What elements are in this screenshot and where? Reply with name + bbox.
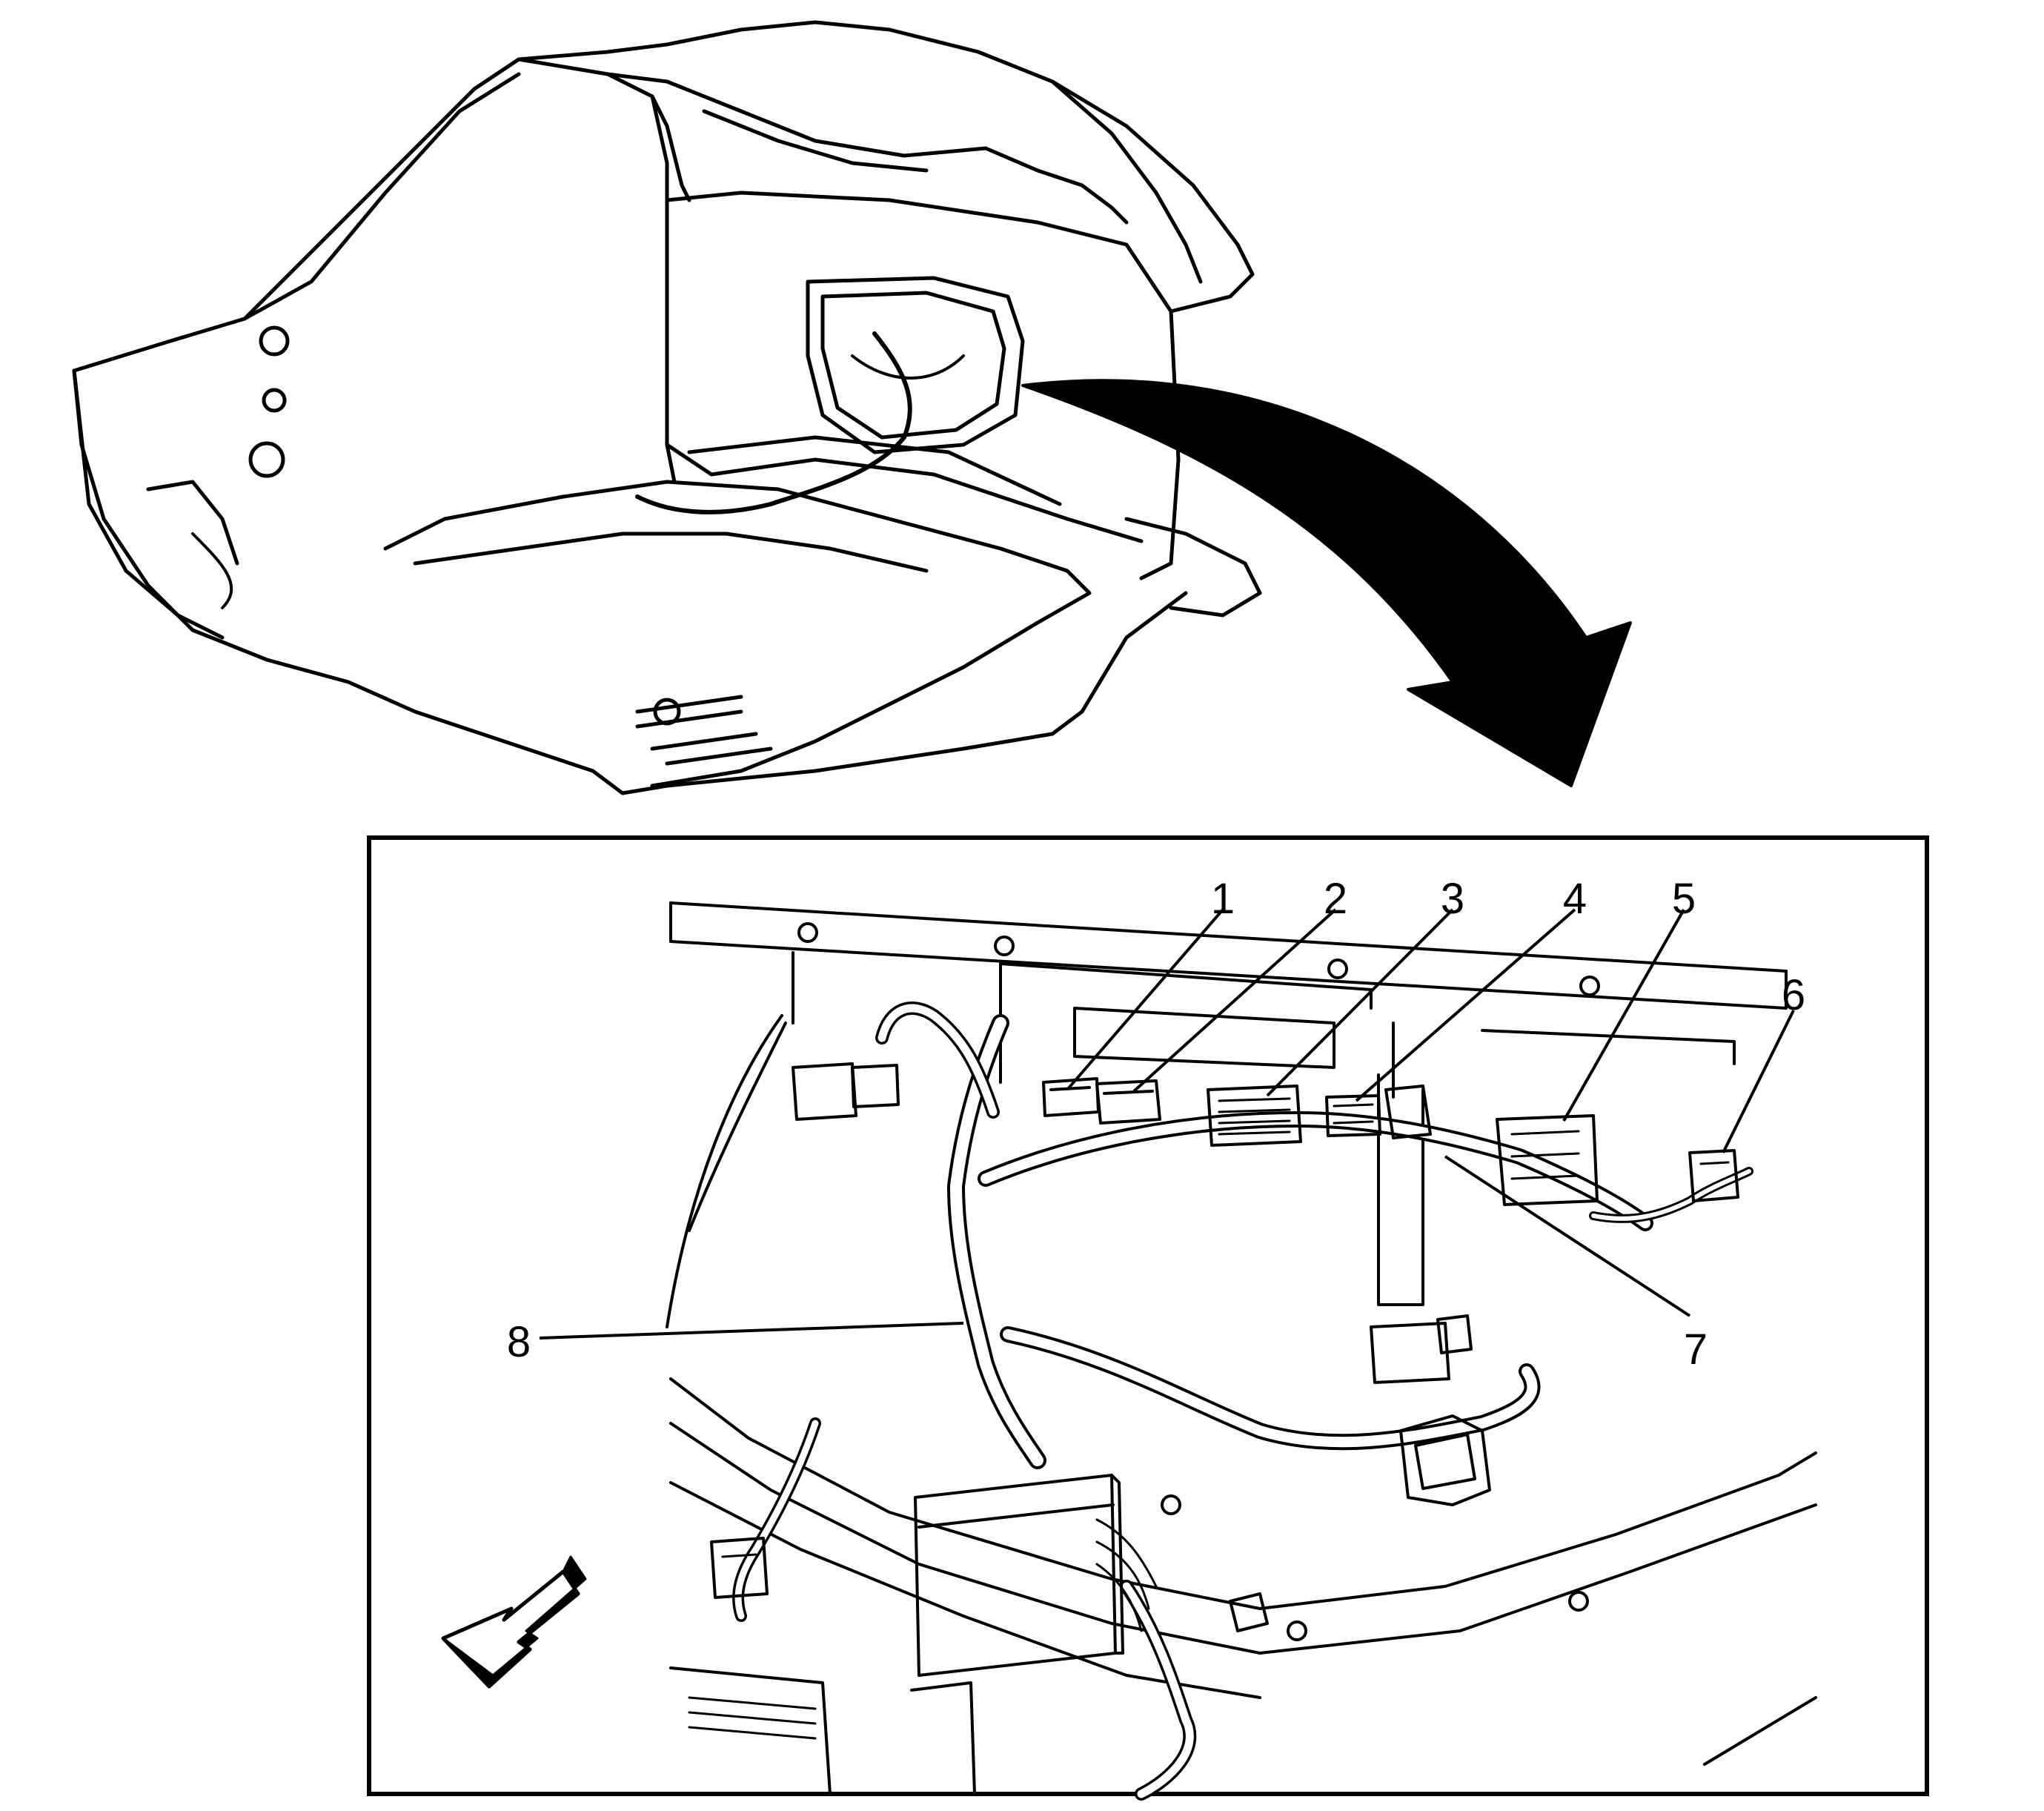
callout-2: 2 [1324,875,1347,923]
callout-6: 6 [1782,971,1805,1019]
detail-view-frame [367,835,1929,1796]
callout-1: 1 [1211,875,1235,923]
vehicle-body-overview [72,20,1262,795]
leader-6 [1722,1010,1795,1153]
leader-8 [539,1322,964,1340]
leader-2 [1132,908,1337,1093]
leader-3 [1266,908,1454,1097]
leader-5 [1562,909,1685,1122]
callout-7: 7 [1684,1325,1708,1374]
callout-3: 3 [1441,875,1464,923]
callout-leaders [539,908,1795,1340]
leader-4 [1355,908,1576,1102]
callout-4: 4 [1563,875,1587,923]
callouts: 1 2 3 4 5 6 7 8 [507,875,1805,1374]
forward-direction-arrow-icon [441,1555,587,1689]
detail-view: 1 2 3 4 5 6 7 8 [367,835,1929,1801]
curved-arrow-icon [1021,379,1632,787]
leader-7 [1444,1155,1691,1317]
leader-1 [1066,908,1224,1091]
callout-8: 8 [507,1318,531,1366]
callout-5: 5 [1672,875,1696,923]
detail-view-artwork [666,901,1817,1801]
